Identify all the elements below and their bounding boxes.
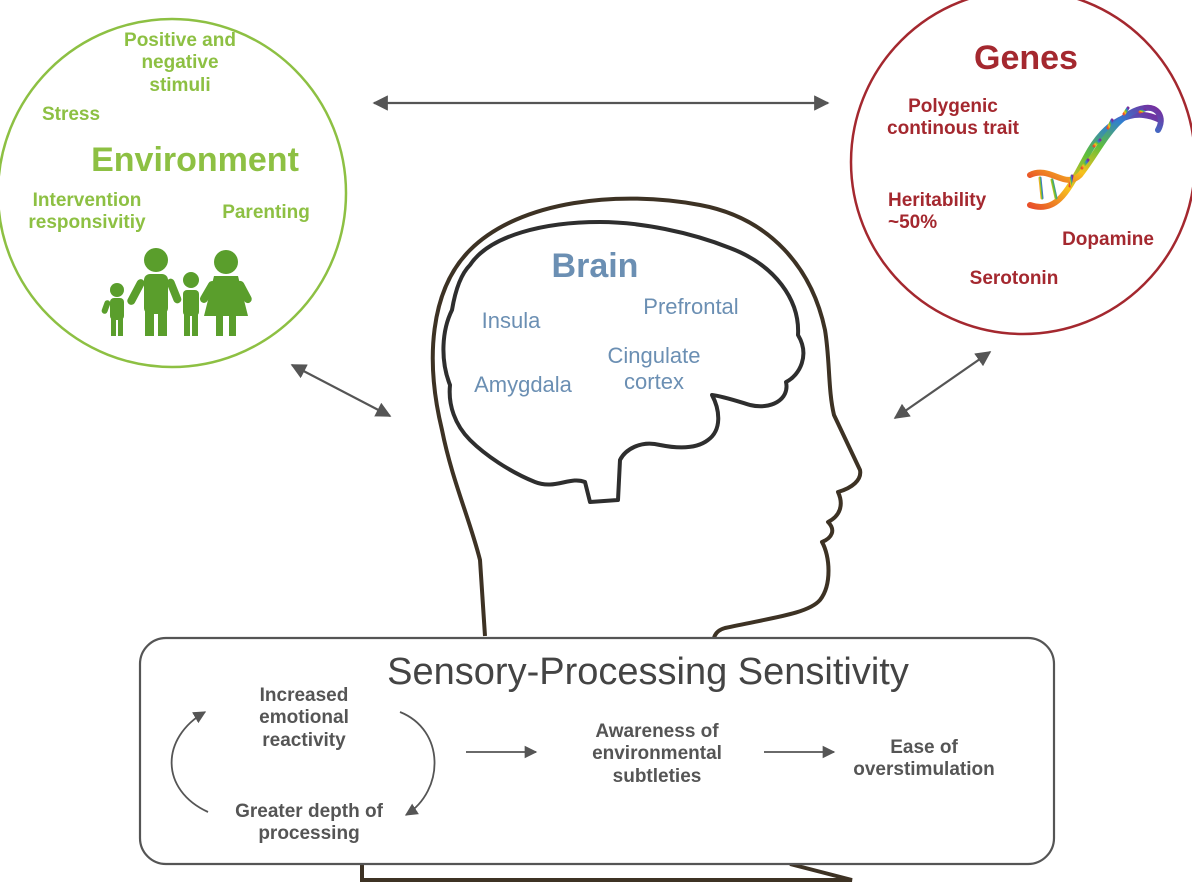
neck-outline [360, 862, 853, 882]
dna-icon [1027, 104, 1164, 210]
genes-serotonin-label: Serotonin [969, 268, 1059, 289]
genes-heritability-label: Heritability ~50% [888, 190, 987, 234]
environment-circle [0, 17, 348, 369]
genes-brain-arrow [893, 351, 992, 419]
head-outline [430, 196, 863, 639]
environment-title: Environment [91, 141, 299, 179]
genes-polygenic-label: Polygenic continous trait [887, 96, 1019, 140]
env-stimuli-label: Positive and negative stimuli [124, 30, 236, 96]
sps-reactivity-label: Increased emotional reactivity [259, 685, 349, 751]
sps-box [138, 636, 1056, 866]
brain-prefrontal-label: Prefrontal [643, 294, 739, 319]
brain-title: Brain [551, 247, 639, 285]
genes-circle [849, 0, 1192, 336]
brain-cingulate-label: Cingulate cortex [607, 343, 701, 394]
env-intervention-label: Intervention responsivitiy [28, 190, 146, 234]
brain-amygdala-label: Amygdala [474, 372, 572, 397]
cycle-arrow-left [170, 711, 209, 813]
cycle-arrow-right [399, 711, 436, 816]
brain-insula-label: Insula [481, 308, 541, 333]
genes-dopamine-label: Dopamine [1062, 229, 1154, 250]
sps-overstimulation-label: Ease of overstimulation [853, 737, 995, 781]
env-parenting-label: Parenting [222, 202, 310, 223]
family-icon [101, 248, 252, 336]
sps-depth-label: Greater depth of processing [235, 801, 383, 845]
brain-outline [441, 220, 806, 504]
sps-title: Sensory-Processing Sensitivity [387, 651, 909, 693]
genes-title: Genes [974, 39, 1078, 77]
env-brain-arrow [290, 364, 392, 417]
sps-awareness-label: Awareness of environmental subtleties [592, 721, 722, 787]
env-stress-label: Stress [41, 104, 101, 125]
